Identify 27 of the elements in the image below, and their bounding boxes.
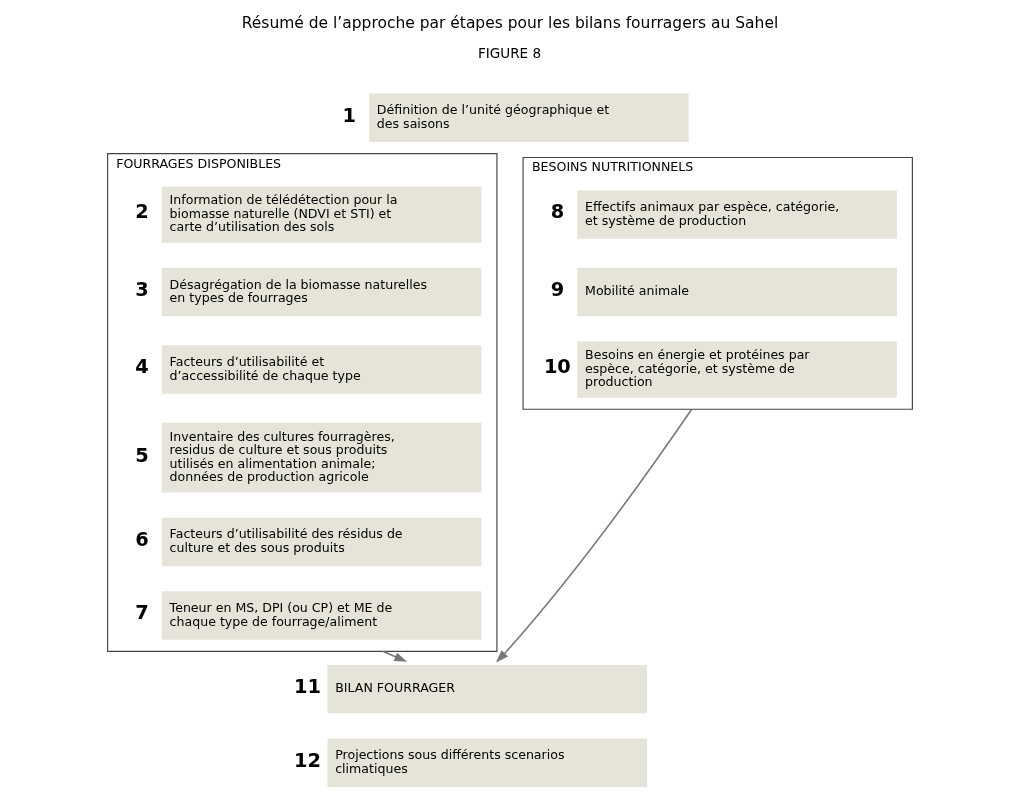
node-box: Désagrégation de la biomasse naturelles en types de fourrages [161, 267, 482, 317]
node-label: 3 [135, 277, 149, 301]
node-box: Information de télédétection pour la biomasse naturelle (NDVI et STI) et carte d’utilisation des sols [161, 186, 482, 243]
node-label: 5 [135, 443, 149, 467]
node-box: Facteurs d’utilisabilité et d’accessibilité de chaque type [161, 345, 482, 394]
node-box: Effectifs animaux par espèce, catégorie, et système de production [577, 190, 897, 239]
node-box: Teneur en MS, DPI (ou CP) et ME de chaque type de fourrage/aliment [161, 591, 482, 640]
node-box: Facteurs d’utilisabilité des résidus de culture et des sous produits [161, 517, 482, 567]
label: FIGURE 8 [477, 45, 542, 62]
node-box: Besoins en énergie et protéines par espèce, catégorie, et système de production [577, 341, 897, 398]
node-label: 4 [135, 355, 149, 379]
node-label: 2 [135, 200, 149, 224]
diagram-title: Résumé de l’approche par étapes pour les bilans fourragers au Sahel [241, 14, 779, 33]
node-box: Définition de l’unité géographique et des saisons [369, 93, 689, 142]
node-label: 9 [550, 277, 565, 301]
node-label: 11 [294, 674, 321, 698]
arrow [495, 408, 693, 663]
node-label: 12 [294, 748, 321, 772]
node-label: 8 [550, 200, 565, 224]
node-box: Projections sous différents scenarios climatiques [327, 738, 648, 787]
node-box: Inventaire des cultures fourragères, residus de culture et sous produits utilisés en alimentation animale; données de production agricole [161, 422, 482, 493]
node-box: Mobilité animale [577, 267, 897, 317]
node-label: 6 [135, 527, 149, 551]
node-label: 10 [543, 355, 571, 379]
node-label: 1 [342, 103, 356, 127]
node-box: BILAN FOURRAGER [327, 664, 648, 714]
node-label: 7 [135, 601, 149, 625]
